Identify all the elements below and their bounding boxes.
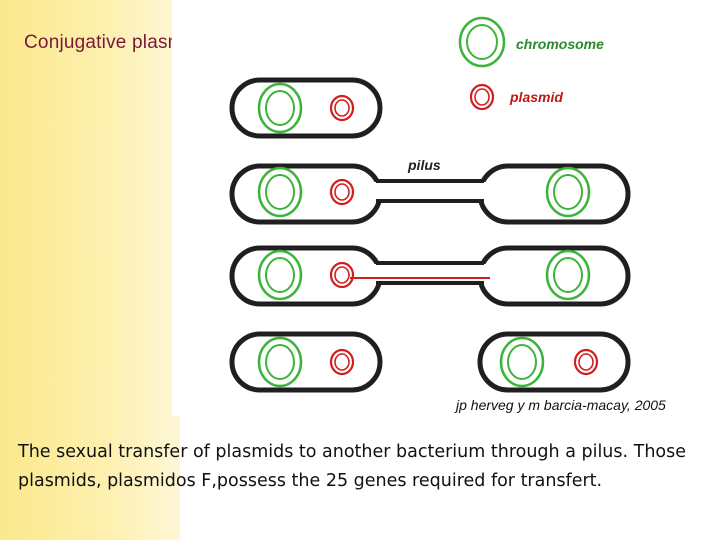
legend-plasmid-label: plasmid — [509, 89, 563, 105]
plasmid-icon — [329, 348, 355, 376]
chromosome-icon — [257, 82, 303, 134]
legend-chromosome-label: chromosome — [516, 36, 604, 52]
plasmid-icon — [573, 348, 599, 376]
bacterium-row-3 — [229, 245, 631, 307]
chromosome-icon — [545, 166, 591, 218]
diagram-credit: jp herveg y m barcia-macay, 2005 — [454, 397, 666, 413]
chromosome-icon — [499, 336, 545, 388]
plasmid-icon — [329, 261, 355, 289]
plasmid-icon — [329, 94, 355, 122]
bacterium-row-2: pilus — [229, 157, 631, 225]
donor-cell — [229, 163, 383, 225]
conjugation-diagram: chromosome plasmid pilus — [172, 0, 714, 416]
bacterium-row-4 — [229, 331, 631, 393]
decorative-side-band — [0, 0, 180, 540]
slide-title: Conjugative plasmids — [24, 32, 209, 53]
bacterium-cell — [229, 77, 383, 139]
donor-cell — [229, 331, 383, 393]
chromosome-icon — [257, 249, 303, 301]
chromosome-icon — [257, 336, 303, 388]
donor-cell — [229, 245, 383, 307]
pilus-label: pilus — [407, 157, 441, 173]
chromosome-icon — [257, 166, 303, 218]
plasmid-legend-icon — [469, 83, 495, 111]
bacterium-row-1 — [229, 77, 383, 139]
slide-caption: The sexual transfer of plasmids to anoth… — [18, 442, 687, 491]
chromosome-icon — [545, 249, 591, 301]
chromosome-legend-icon — [458, 16, 506, 68]
recipient-cell — [477, 331, 631, 393]
legend: chromosome plasmid — [458, 16, 604, 111]
plasmid-icon — [329, 178, 355, 206]
